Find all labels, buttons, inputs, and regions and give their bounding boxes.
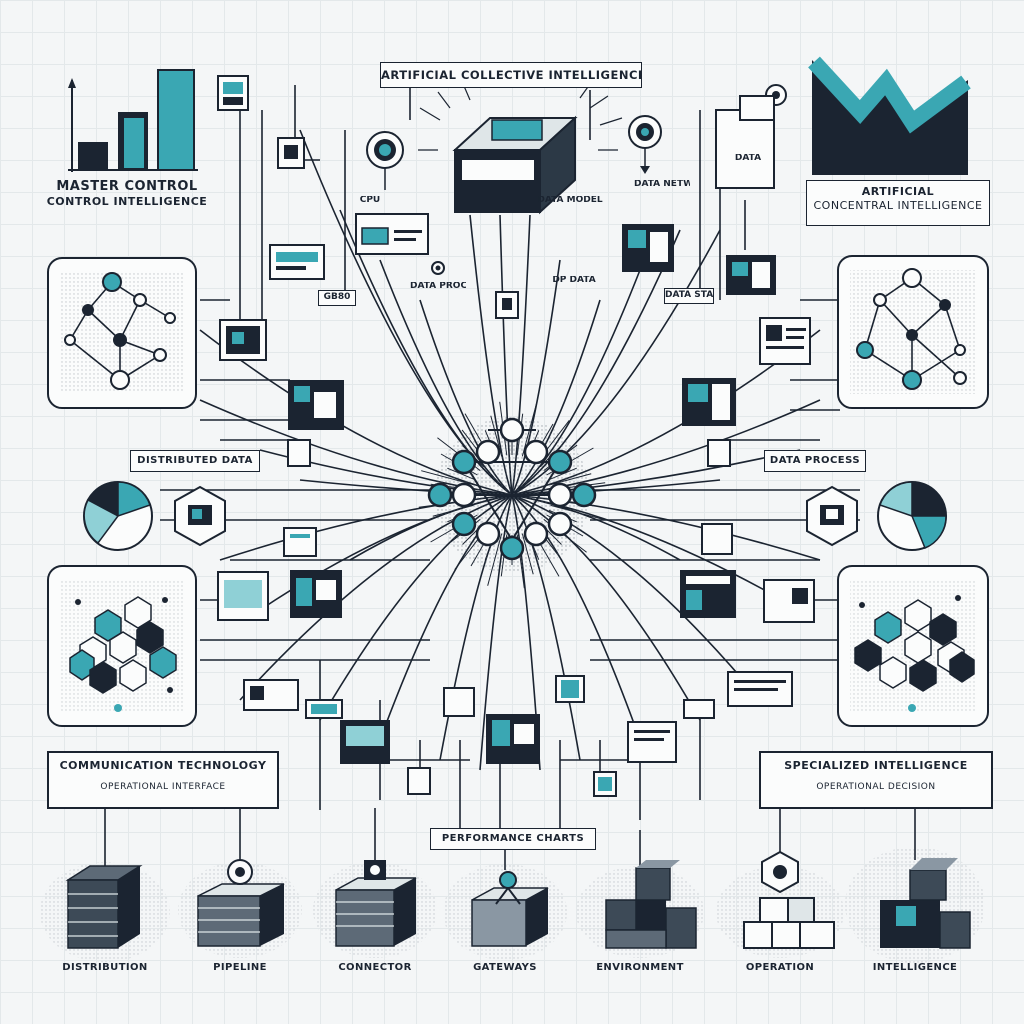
hub-node xyxy=(523,439,549,465)
performance-charts-label: PERFORMANCE CHARTS xyxy=(430,828,596,850)
hub-node xyxy=(451,449,477,475)
hub-node xyxy=(499,417,525,443)
gate-label: GB80 xyxy=(318,290,356,306)
hub-node xyxy=(571,482,597,508)
dp-data-label: DP DATA xyxy=(552,276,596,285)
operation-cubes-icon xyxy=(716,850,844,958)
comm-panel-title: COMMUNICATION TECHNOLOGY xyxy=(59,760,267,772)
server-stack-icon xyxy=(40,862,170,962)
bar-chart-icon xyxy=(68,69,198,172)
stack-label-intelligence: INTELLIGENCE xyxy=(872,962,958,973)
hub-node xyxy=(451,511,477,537)
brain-circuit-icon xyxy=(366,131,404,190)
hub-node xyxy=(547,511,573,537)
hexagon-device-icon-right xyxy=(806,485,858,547)
data-process-label: DATA PROCESS xyxy=(764,450,866,472)
hub-node xyxy=(475,439,501,465)
connector-stack-icon xyxy=(313,860,437,958)
gateway-stack-icon xyxy=(443,864,567,960)
hub-node xyxy=(475,521,501,547)
pie-chart-icon-left xyxy=(83,481,153,551)
hub-node xyxy=(547,449,573,475)
intelligence-cubes-icon xyxy=(845,847,985,963)
artificial-central-label: ARTIFICIAL CONCENTRAL INTELLIGENCE xyxy=(806,180,990,226)
hub-node xyxy=(451,482,477,508)
hub-node xyxy=(547,482,573,508)
small-circle-icon-left xyxy=(431,261,445,275)
stack-label-environment: ENVIRONMENT xyxy=(596,962,684,973)
comm-panel-frame xyxy=(47,751,279,809)
spec-panel-subtitle: OPERATIONAL DECISION xyxy=(816,782,936,792)
hexagon-device-icon-left xyxy=(174,485,226,547)
zigzag-chart-icon xyxy=(808,56,971,175)
stack-label-gateways: GATEWAYS xyxy=(473,962,537,973)
hub-node xyxy=(427,482,453,508)
pipeline-stack-icon xyxy=(178,859,302,958)
data-model-label: DATA MODEL xyxy=(537,196,603,205)
pie-chart-icon-right xyxy=(877,481,947,551)
distributed-data-label: DISTRIBUTED DATA xyxy=(130,450,260,472)
network-panel-top-right xyxy=(837,255,989,409)
data-network-label: DATA NETWORK xyxy=(634,180,690,189)
master-control-line1: MASTER CONTROL xyxy=(56,180,198,194)
spec-panel-frame xyxy=(759,751,993,809)
artificial-central-line2: CONCENTRAL INTELLIGENCE xyxy=(813,198,983,212)
spec-panel-title: SPECIALIZED INTELLIGENCE xyxy=(784,760,968,772)
data-stack-label: DATA STACK xyxy=(664,288,714,304)
diagram-title: ARTIFICIAL COLLECTIVE INTELLIGENCE xyxy=(380,62,642,88)
screen-icons xyxy=(217,75,815,797)
stack-label-pipeline: PIPELINE xyxy=(213,962,267,973)
data-box-label: DATA xyxy=(734,154,762,163)
central-hub xyxy=(418,401,606,589)
globe-icon xyxy=(628,115,662,174)
cpu-label: CPU xyxy=(359,196,381,205)
hex-panel-right xyxy=(837,565,989,727)
central-processor-icon xyxy=(452,115,578,215)
artificial-central-line1: ARTIFICIAL xyxy=(861,185,935,198)
master-control-line2: CONTROL INTELLIGENCE xyxy=(46,194,208,208)
stack-label-distribution: DISTRIBUTION xyxy=(62,962,148,973)
comm-panel-subtitle: OPERATIONAL INTERFACE xyxy=(100,782,226,792)
master-control-label: MASTER CONTROL CONTROL INTELLIGENCE xyxy=(42,180,212,224)
network-panel-top-left xyxy=(47,257,197,409)
hub-node xyxy=(523,521,549,547)
environment-cubes-icon xyxy=(576,860,704,958)
stack-label-operation: OPERATION xyxy=(745,962,815,973)
hex-panel-left xyxy=(47,565,197,727)
hub-node xyxy=(499,535,525,561)
data-processing-label: DATA PROCESSING xyxy=(410,282,466,291)
stack-label-connector: CONNECTOR xyxy=(338,962,412,973)
